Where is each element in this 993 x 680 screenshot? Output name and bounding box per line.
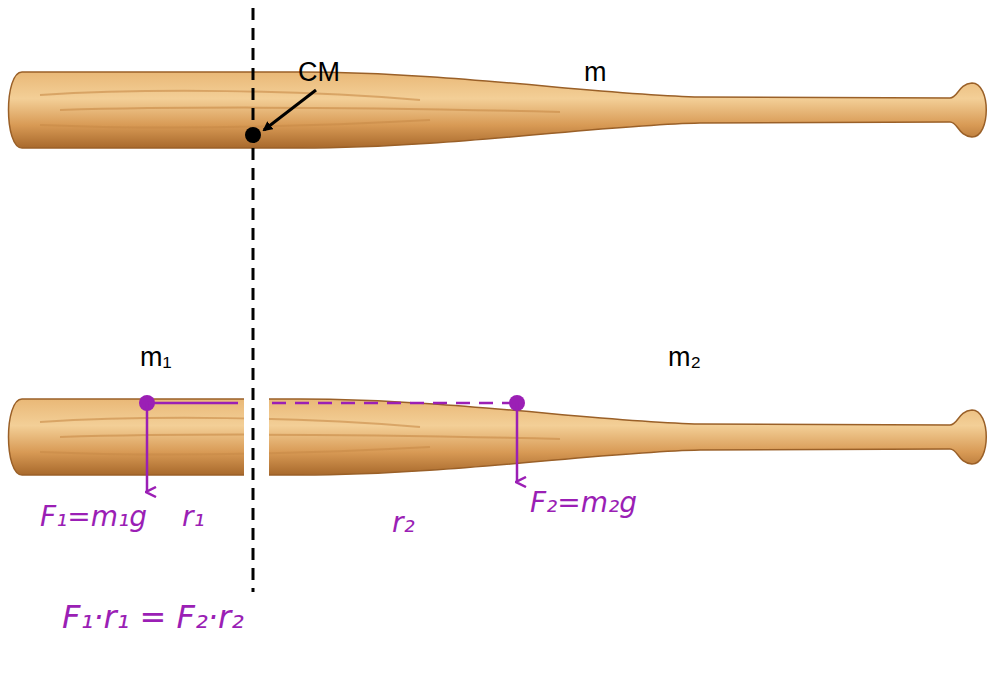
cm-dot	[245, 127, 261, 143]
force-label: F₂=m₂g	[530, 488, 637, 519]
mass-label: m₂	[668, 343, 701, 373]
torque-equation: F₁·r₁ = F₂·r₂	[62, 600, 244, 635]
cm-pointer	[264, 90, 316, 130]
distance-label: r₁	[182, 502, 205, 533]
whole-bat	[9, 72, 987, 148]
cm-line	[252, 8, 255, 592]
split-bat	[9, 390, 987, 485]
mass-label: m₁	[140, 343, 172, 373]
mass-label: m	[584, 58, 607, 88]
force-annotations	[139, 395, 525, 492]
force-label: F₁=m₁g	[40, 502, 147, 533]
distance-label: r₂	[392, 508, 415, 539]
center-of-mass-label: CM	[298, 58, 340, 88]
